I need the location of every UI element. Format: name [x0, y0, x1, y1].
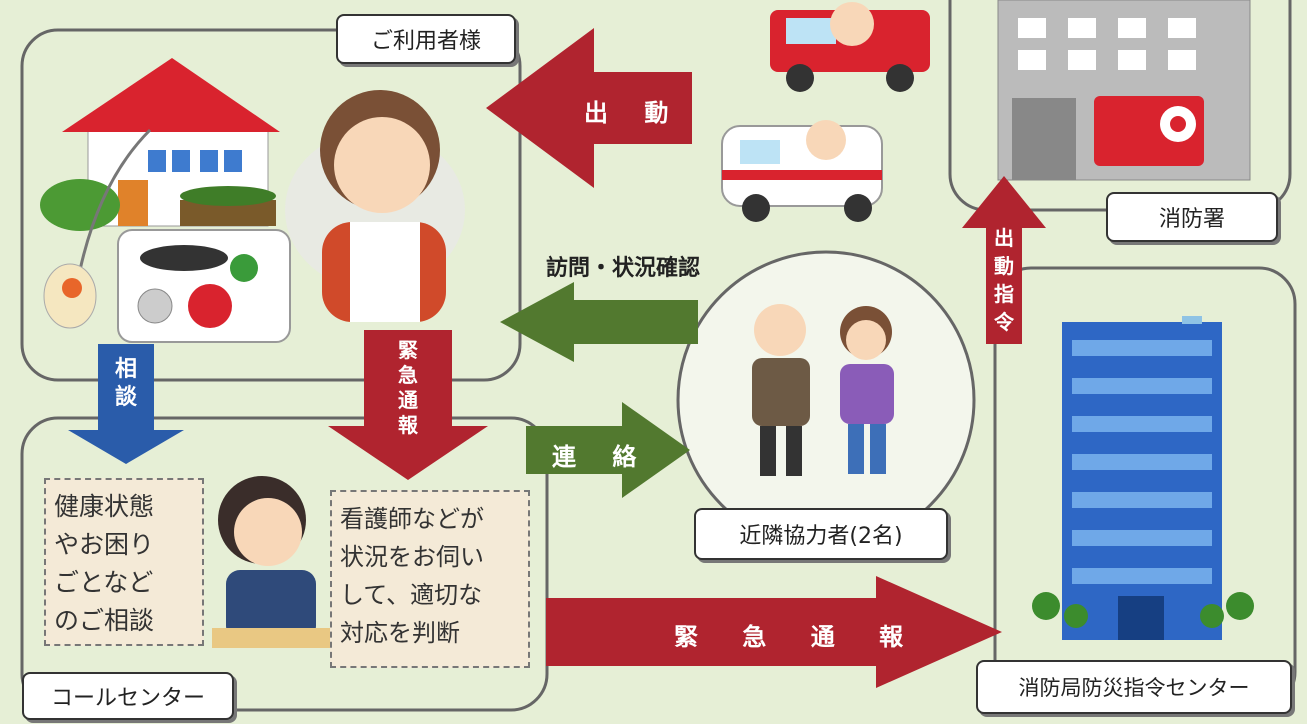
consultation-note: 健康状態 やお困り ごとなど のご相談: [44, 478, 204, 646]
office-building-icon: [1032, 316, 1254, 640]
fire-truck-icon: [770, 2, 930, 92]
dispatch-arrow: [486, 28, 692, 188]
neighbors-circle: [676, 250, 976, 550]
emergency-call-arrow: [328, 330, 488, 480]
dispatch-order-vertical-text: 出動指令: [994, 226, 1014, 334]
neighbors-icon: [752, 304, 894, 476]
fire-station-label: 消防署: [1106, 192, 1278, 242]
emergency-report-text: 緊 急 通 報: [674, 623, 922, 651]
consult-vertical-text: 相談: [114, 357, 137, 410]
dispatch-text: 出 動: [584, 99, 683, 127]
user-panel: [20, 28, 522, 382]
fire-station-building-icon: [997, 0, 1251, 181]
emergency-vertical-text: 緊急通報: [398, 338, 418, 437]
command-center-label: 消防局防災指令センター: [976, 660, 1292, 714]
call-center-label: コールセンター: [22, 672, 234, 720]
alarm-device-icon: [43, 128, 291, 343]
operator-icon: [212, 476, 342, 648]
house-icon: [40, 58, 280, 231]
dispatch-order-arrow: [962, 176, 1046, 344]
call-center-panel: [20, 416, 549, 712]
visit-confirm-text: 訪問・状況確認: [546, 256, 701, 281]
visit-arrow: [500, 282, 698, 362]
user-label: ご利用者様: [336, 14, 516, 64]
nurse-note: 看護師などが 状況をお伺い して、適切な 対応を判断: [330, 490, 530, 668]
consult-arrow: [68, 344, 184, 464]
ambulance-icon: [721, 120, 883, 222]
emergency-report-arrow: [546, 576, 1002, 688]
elderly-woman-icon: [285, 90, 465, 322]
contact-text: 連 絡: [552, 443, 651, 471]
contact-arrow: [526, 402, 690, 498]
neighbors-label: 近隣協力者(2名): [694, 508, 948, 560]
